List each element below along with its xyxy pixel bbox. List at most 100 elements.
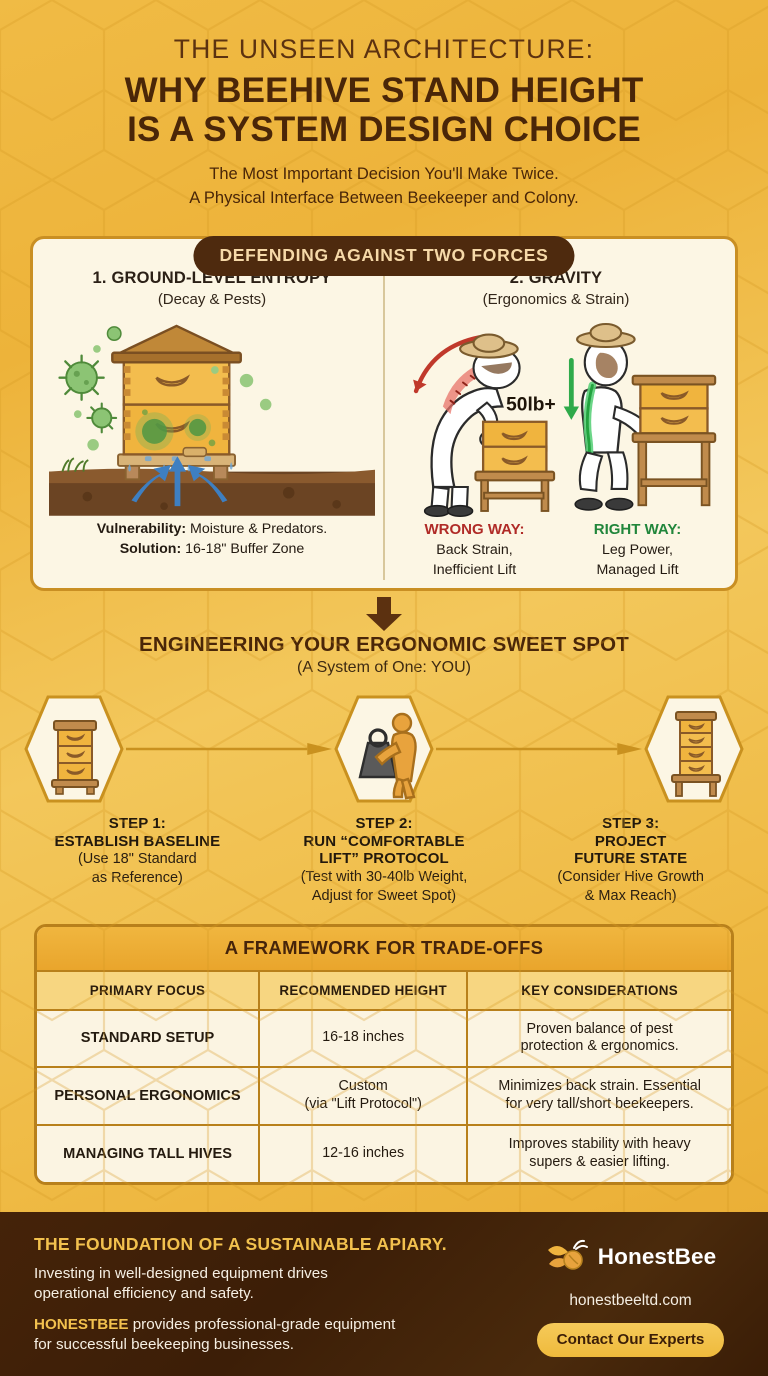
gravity-illustration: 50lb+ — [393, 314, 719, 520]
footer-heading: THE FOUNDATION OF A SUSTAINABLE APIARY. — [34, 1234, 447, 1254]
footer-paragraph-2-line-2: for successful beekeeping businesses. — [34, 1336, 295, 1354]
step-1-head-1: STEP 1: — [108, 815, 166, 833]
page-title: WHY BEEHIVE STAND HEIGHT IS A SYSTEM DES… — [0, 71, 768, 149]
force-gravity-subtitle: (Ergonomics & Strain) — [482, 291, 630, 309]
forces-section: DEFENDING AGAINST TWO FORCES 1. GROUND-L… — [30, 236, 738, 592]
vulnerability-label: Vulnerability: — [96, 521, 187, 538]
solution-line: Solution: 16-18" Buffer Zone — [49, 540, 375, 560]
table-row: STANDARD SETUP 16-18 inches Proven balan… — [37, 1009, 731, 1069]
tradeoff-table: A FRAMEWORK FOR TRADE-OFFS PRIMARY FOCUS… — [34, 923, 734, 1185]
right-way-label: RIGHT WAY: — [593, 521, 682, 539]
step-1-hexagon[interactable] — [22, 693, 126, 805]
step-2-body-1: (Test with 30-40lb Weight, — [300, 869, 468, 886]
vulnerability-text: Moisture & Predators. — [190, 521, 328, 538]
right-way-line-1: Leg Power, — [602, 541, 673, 558]
step-2-hexagon[interactable] — [332, 693, 436, 805]
wrong-way-line-2: Inefficient Lift — [432, 561, 517, 578]
wrong-way-block: WRONG WAY: Back Strain, Inefficient Lift — [393, 520, 556, 580]
step-connector-1 — [126, 743, 332, 756]
footer-paragraph-1: Investing in well-designed equipment dri… — [34, 1264, 523, 1305]
row-1-notes-line-1: Proven balance of pest — [526, 1020, 673, 1037]
footer-paragraph-1-line-2: operational efficiency and safety. — [34, 1285, 254, 1303]
row-3-height: 12-16 inches — [259, 1124, 469, 1182]
row-2-height-line-2: (via "Lift Protocol") — [304, 1096, 422, 1113]
header-subtitle: The Most Important Decision You'll Make … — [0, 163, 768, 210]
force-gravity-footnote: WRONG WAY: Back Strain, Inefficient Lift… — [393, 520, 719, 580]
footer-paragraph-2: HONESTBEE provides professional-grade eq… — [34, 1315, 523, 1356]
row-1-notes-line-2: protection & ergonomics. — [520, 1038, 679, 1055]
contact-experts-button[interactable]: Contact Our Experts — [536, 1323, 725, 1357]
process-steps-labels: STEP 1: ESTABLISH BASELINE (Use 18" Stan… — [0, 815, 768, 905]
step-3-hexagon[interactable] — [642, 693, 746, 805]
row-2-notes: Minimizes back strain. Essential for ver… — [467, 1067, 731, 1126]
wrong-way-label: WRONG WAY: — [424, 521, 525, 539]
solution-text: 16-18" Buffer Zone — [185, 540, 305, 557]
row-1-height: 16-18 inches — [259, 1009, 469, 1069]
bee-logo-icon — [547, 1239, 588, 1270]
table-row: MANAGING TALL HIVES 12-16 inches Improve… — [37, 1124, 731, 1182]
row-3-focus: MANAGING TALL HIVES — [37, 1124, 261, 1182]
step-1-body-2: as Reference) — [91, 870, 183, 887]
footer: THE FOUNDATION OF A SUSTAINABLE APIARY. … — [0, 1212, 768, 1376]
row-2-notes-line-2: for very tall/short beekeepers. — [505, 1096, 694, 1113]
row-2-focus: PERSONAL ERGONOMICS — [37, 1067, 261, 1126]
ground-entropy-illustration — [49, 314, 375, 520]
row-1-focus: STANDARD SETUP — [37, 1009, 261, 1069]
step-3-label: STEP 3: PROJECT FUTURE STATE (Consider H… — [507, 815, 754, 905]
page-title-line-1: WHY BEEHIVE STAND HEIGHT — [124, 71, 644, 110]
row-2-height-line-1: Custom — [338, 1078, 388, 1095]
brand-logo: HonestBee — [523, 1238, 738, 1276]
right-way-line-2: Managed Lift — [596, 561, 679, 578]
step-2-head-2: RUN “COMFORTABLE — [303, 832, 465, 850]
footer-text-block: THE FOUNDATION OF A SUSTAINABLE APIARY. … — [34, 1234, 523, 1376]
process-subtitle: (A System of One: YOU) — [297, 659, 471, 677]
step-3-head-1: STEP 3: — [602, 815, 660, 833]
weight-label-text: 50lb+ — [506, 395, 556, 416]
process-steps-row — [0, 693, 768, 805]
force-column-entropy: 1. GROUND-LEVEL ENTROPY (Decay & Pests) — [41, 269, 385, 581]
force-entropy-subtitle: (Decay & Pests) — [157, 291, 267, 309]
wrong-way-line-1: Back Strain, — [436, 541, 513, 558]
row-3-notes: Improves stability with heavy supers & e… — [467, 1124, 731, 1182]
forces-panel: 1. GROUND-LEVEL ENTROPY (Decay & Pests) — [30, 236, 738, 592]
footer-paragraph-2-rest: provides professional-grade equipment — [128, 1315, 396, 1333]
vulnerability-line: Vulnerability: Moisture & Predators. — [49, 520, 375, 540]
step-3-head-3: FUTURE STATE — [574, 850, 688, 868]
page-title-line-2: IS A SYSTEM DESIGN CHOICE — [127, 110, 641, 150]
table-col-recommended-height: RECOMMENDED HEIGHT — [259, 971, 469, 1011]
process-section: ENGINEERING YOUR ERGONOMIC SWEET SPOT (A… — [0, 633, 768, 905]
step-3-body-2: & Max Reach) — [584, 887, 677, 904]
row-2-height: Custom (via "Lift Protocol") — [259, 1067, 469, 1126]
table-header-row: PRIMARY FOCUS RECOMMENDED HEIGHT KEY CON… — [37, 971, 731, 1011]
footer-brand-block: HonestBee honestbeeltd.com Contact Our E… — [523, 1234, 738, 1376]
row-3-notes-line-1: Improves stability with heavy — [508, 1135, 691, 1152]
process-title: ENGINEERING YOUR ERGONOMIC SWEET SPOT — [139, 633, 629, 657]
brand-url[interactable]: honestbeeltd.com — [569, 1292, 692, 1309]
solution-label: Solution: — [119, 540, 182, 557]
right-way-block: RIGHT WAY: Leg Power, Managed Lift — [556, 520, 719, 580]
table-col-primary-focus: PRIMARY FOCUS — [37, 971, 261, 1011]
forces-banner-label: DEFENDING AGAINST TWO FORCES — [193, 236, 575, 277]
table-row: PERSONAL ERGONOMICS Custom (via "Lift Pr… — [37, 1067, 731, 1126]
step-2-head-3: LIFT” PROTOCOL — [319, 850, 449, 868]
tradeoff-table-grid: PRIMARY FOCUS RECOMMENDED HEIGHT KEY CON… — [37, 971, 731, 1182]
table-col-key-considerations: KEY CONSIDERATIONS — [467, 971, 731, 1011]
step-3-body-1: (Consider Hive Growth — [557, 869, 705, 886]
down-arrow-icon — [366, 597, 402, 632]
row-1-notes: Proven balance of pest protection & ergo… — [467, 1009, 731, 1069]
step-2-body-2: Adjust for Sweet Spot) — [311, 887, 457, 904]
header-kicker: THE UNSEEN ARCHITECTURE: — [173, 34, 595, 64]
header-subtitle-line-1: The Most Important Decision You'll Make … — [209, 165, 559, 184]
step-2-label: STEP 2: RUN “COMFORTABLE LIFT” PROTOCOL … — [261, 815, 508, 905]
footer-brand-word: HONESTBEE — [34, 1315, 129, 1333]
force-entropy-footnote: Vulnerability: Moisture & Predators. Sol… — [49, 520, 375, 559]
step-connector-2 — [436, 743, 642, 756]
row-3-notes-line-2: supers & easier lifting. — [529, 1153, 670, 1170]
table-title: A FRAMEWORK FOR TRADE-OFFS — [37, 926, 731, 972]
step-1-body-1: (Use 18" Standard — [77, 851, 197, 868]
header: THE UNSEEN ARCHITECTURE: WHY BEEHIVE STA… — [0, 0, 768, 210]
step-1-head-2: ESTABLISH BASELINE — [54, 832, 221, 850]
header-subtitle-line-2: A Physical Interface Between Beekeeper a… — [189, 188, 579, 207]
force-column-gravity: 2. GRAVITY (Ergonomics & Strain) — [385, 269, 727, 580]
